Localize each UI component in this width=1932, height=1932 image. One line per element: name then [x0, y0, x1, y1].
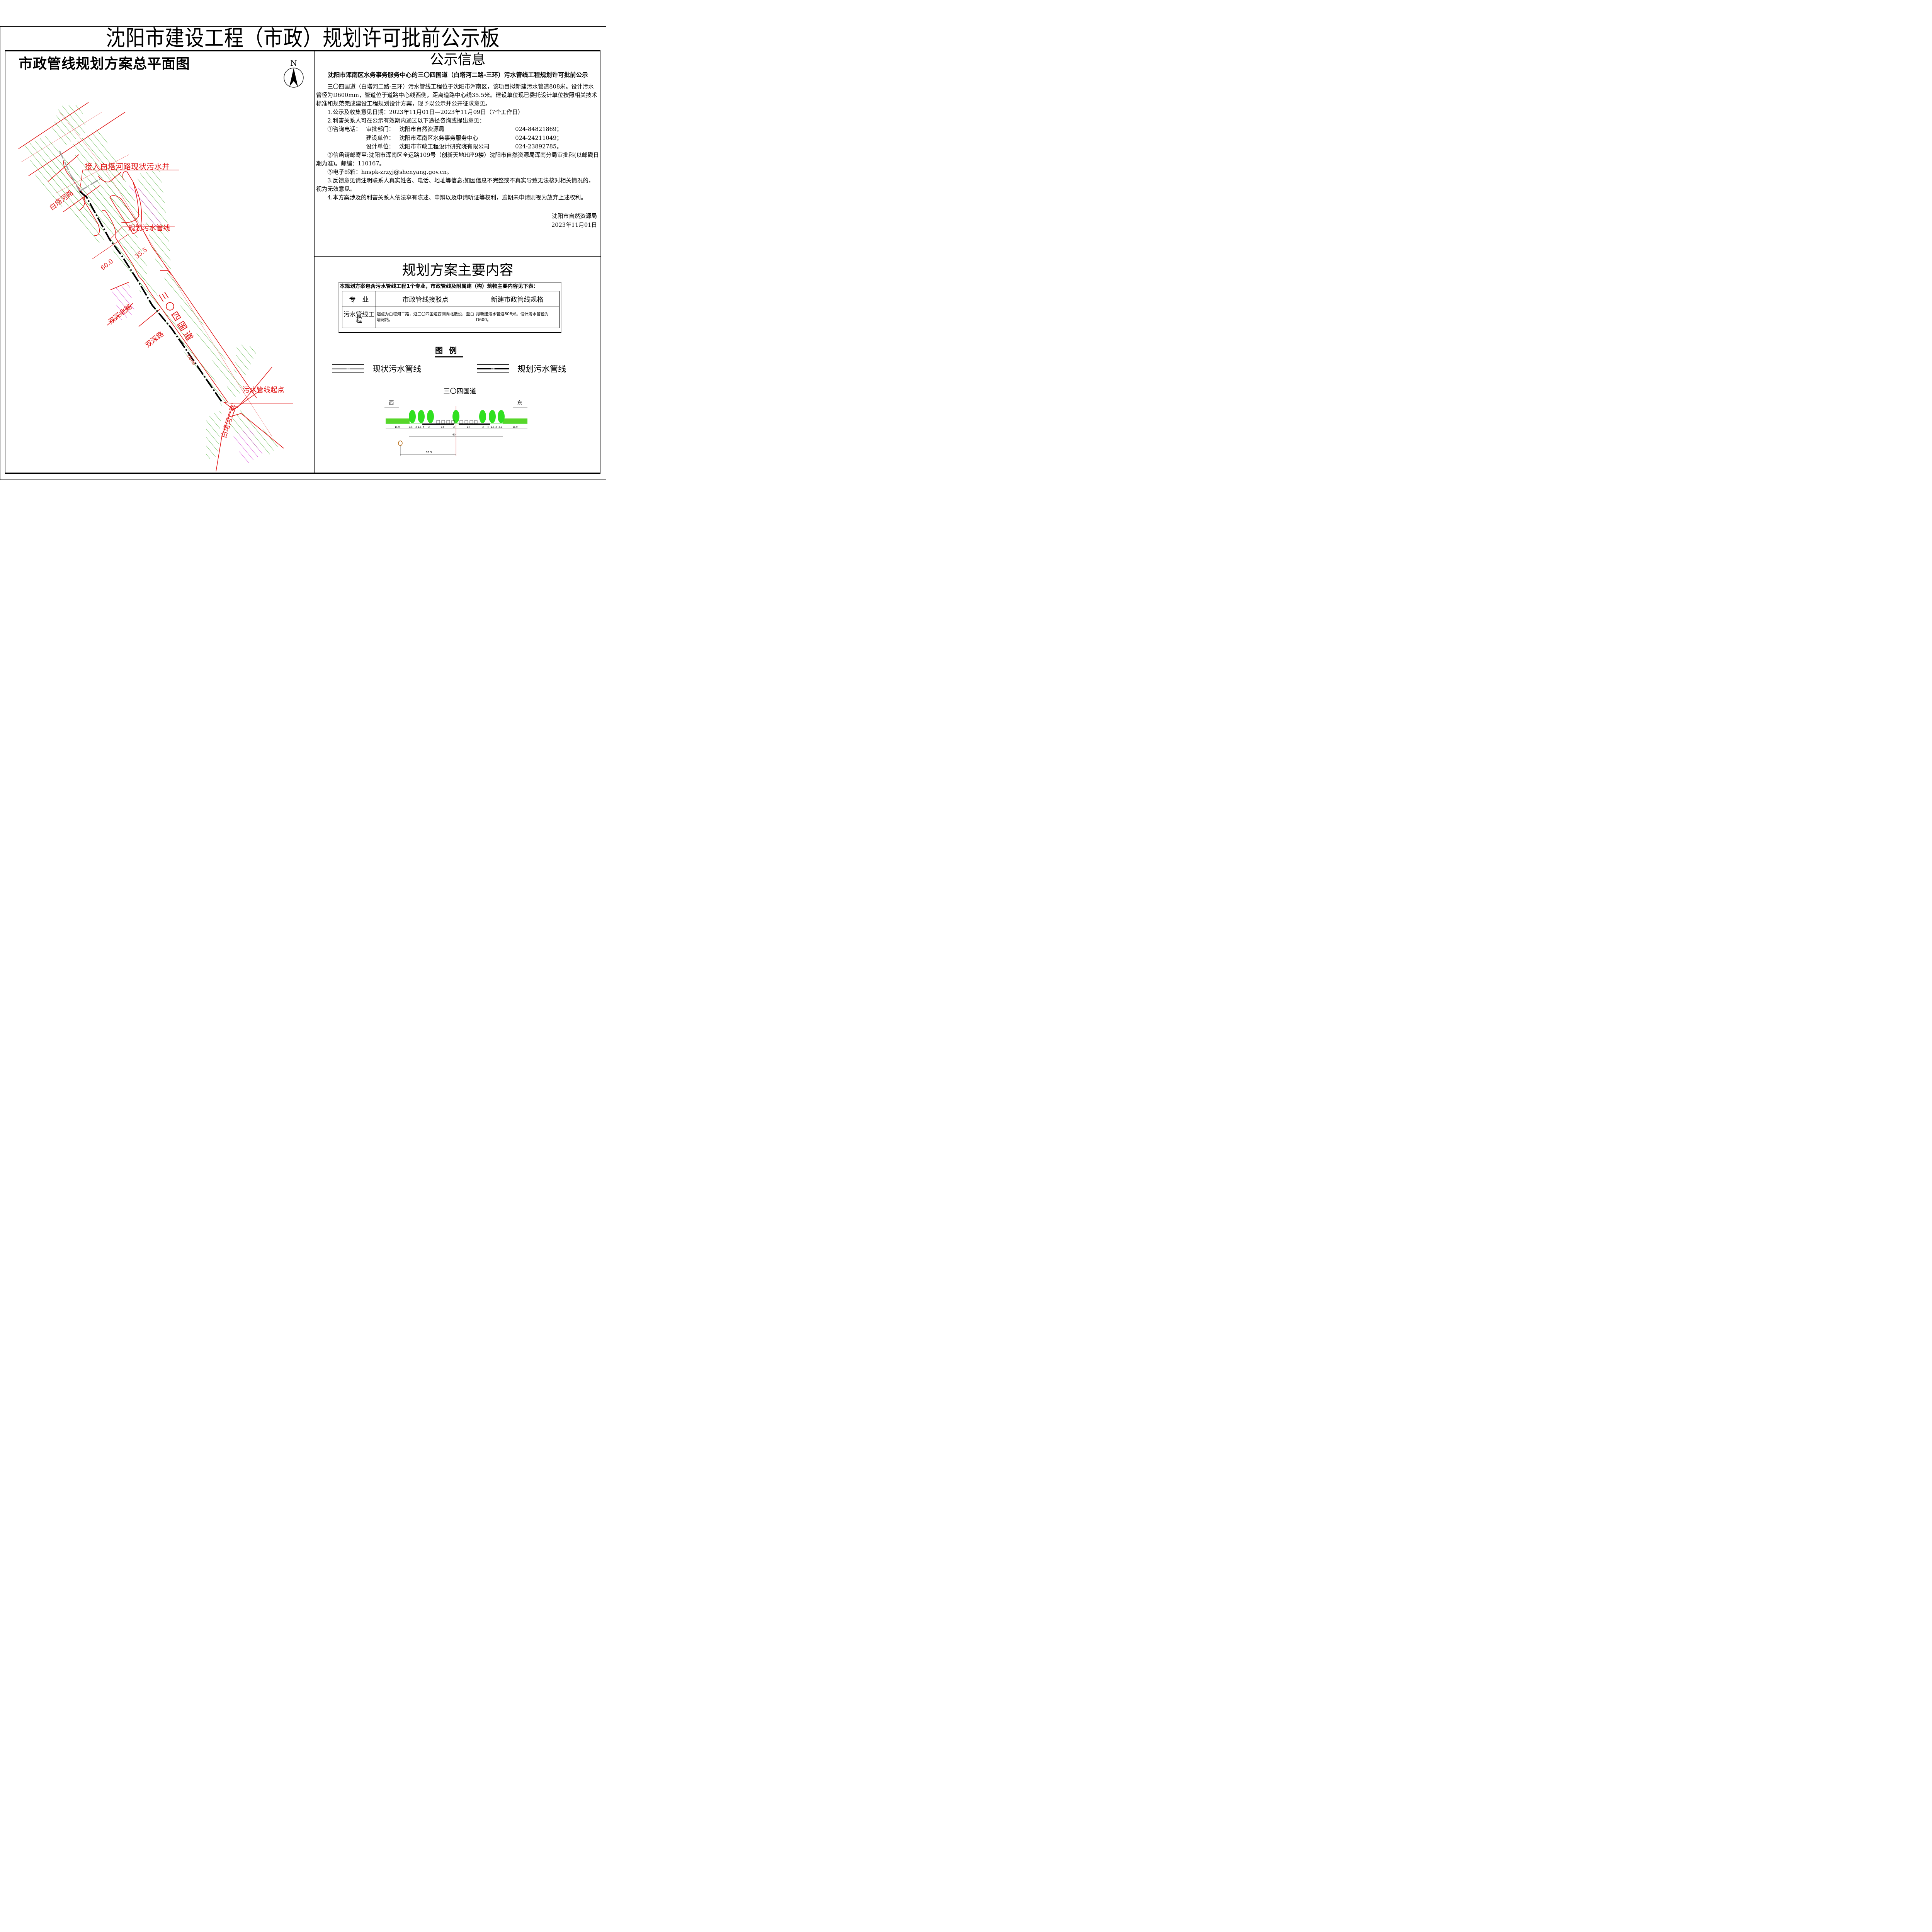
svg-text:3.5: 3.5: [498, 426, 502, 429]
notice-intro: 三〇四国道（白塔河二路-三环）污水管线工程位于沈阳市浑南区，该项目拟新建污水管道…: [316, 83, 597, 107]
contact-row: ①咨询电话： 审批部门： 沈阳市自然资源局 024-84821869；: [316, 125, 599, 134]
plan-content-table: 专 业 市政管线接驳点 新建市政管线规格 污水管线工程 起点为白塔河二路，沿三〇…: [342, 291, 560, 328]
label-planned-pipe: 规划污水管线: [128, 224, 170, 232]
phone-approval: 024-84821869；: [515, 126, 562, 133]
road-edges: [18, 102, 284, 472]
magenta-zones: [112, 185, 264, 466]
svg-text:4: 4: [487, 426, 489, 429]
svg-text:1.5: 1.5: [418, 426, 422, 429]
svg-text:3: 3: [428, 426, 430, 429]
svg-text:14: 14: [467, 426, 470, 429]
flow-direction-arrow-icon: [179, 339, 184, 344]
legend-title: 图例: [435, 345, 463, 357]
svg-text:2: 2: [453, 426, 455, 429]
segment-dimensions: 15.0 3.5 3 1.5 4 3 14 2 14 3 4 1.5 3 3.5…: [395, 426, 518, 429]
planned-sewer-line: [79, 190, 223, 403]
board-outer-top-line: [0, 26, 606, 27]
existing-sewer-line: [59, 150, 80, 192]
north-arrow: N: [283, 58, 304, 89]
signature-org: 沈阳市自然资源局: [552, 213, 597, 219]
east-hedge: [503, 418, 527, 423]
cell-spec: 拟新建污水管道808米。设计污水管径为D600。: [475, 306, 560, 328]
svg-text:14: 14: [441, 426, 444, 429]
label-shuangshen-road: 双深路: [144, 330, 165, 349]
svg-text:15.0: 15.0: [395, 426, 400, 429]
table-header-row: 专 业 市政管线接驳点 新建市政管线规格: [342, 291, 560, 306]
vehicles: [436, 420, 478, 424]
vertical-divider: [314, 51, 315, 474]
notice-email[interactable]: ③电子邮箱：hnspk-zrzyj@shenyang.gov.cn。: [327, 168, 452, 175]
svg-text:3.5: 3.5: [409, 426, 413, 429]
east-label: 东: [517, 400, 522, 406]
site-plan-map: 接入白塔河路现状污水井 白塔河路 规划污水管线 60.0 35.5 双深北路 三…: [5, 89, 314, 473]
planned-sewer-line-icon: [477, 364, 509, 373]
board-frame: [5, 50, 600, 474]
notice-subtitle: 沈阳市浑南区水务事务服务中心的三〇四国道（白塔河二路-三环）污水管线工程规划许可…: [328, 71, 588, 78]
total-width-label: 60: [452, 434, 456, 436]
notice-item-3: 3.反馈意见请注明联系人真实姓名、电话、地址等信息;如因信息不完整或不真实导致无…: [316, 177, 594, 193]
cell-connection-point: 起点为白塔河二路，沿三〇四国道西侧向北敷设，至白塔河路。: [376, 306, 475, 328]
notice-mail: ②信函请邮寄至:沈阳市浑南区全运路109号（创新天地H座9楼）沈阳市自然资源局浑…: [316, 151, 599, 167]
plan-drawing-title: 市政管线规划方案总平面图: [19, 56, 190, 72]
svg-text:4: 4: [423, 426, 424, 429]
north-arrow-icon: N: [284, 58, 304, 88]
cell-specialty: 污水管线工程: [342, 306, 376, 328]
label-width-60: 60.0: [99, 257, 115, 272]
notice-body: 三〇四国道（白塔河二路-三环）污水管线工程位于沈阳市浑南区，该项目拟新建污水管道…: [316, 83, 599, 202]
cross-section-title: 三〇四国道: [444, 388, 476, 395]
west-label: 西: [389, 400, 394, 406]
plan-content-table-box: 本规划方案包含污水管线工程1个专业，市政管线及附属建（构）筑物主要内容见下表： …: [338, 282, 561, 333]
notice-signature-block: 沈阳市自然资源局 2023年11月01日: [502, 212, 597, 230]
svg-text:3: 3: [482, 426, 484, 429]
site-plan-drawing: 接入白塔河路现状污水井 白塔河路 规划污水管线 60.0 35.5 双深北路 三…: [18, 102, 293, 472]
notice-item-4: 4.本方案涉及的利害关系人依法享有陈述、申辩以及申请听证等权利，逾期未申请则视为…: [327, 194, 587, 201]
svg-text:N: N: [290, 58, 297, 68]
header-spec: 新建市政管线规格: [475, 291, 560, 306]
cross-section-drawing: 三〇四国道 西 东 15.0: [384, 388, 527, 456]
contact-row: 设计单位： 沈阳市市政工程设计研究院有限公司 024-23892785。: [316, 143, 599, 151]
svg-text:1.5: 1.5: [491, 426, 495, 429]
notice-item-1: 1.公示及收集意见日期：2023年11月01日—2023年11月09日（7个工作…: [327, 109, 524, 116]
existing-sewer-line-icon: [332, 364, 364, 373]
legend-existing-sewer: 现状污水管线: [332, 362, 421, 375]
svg-text:3: 3: [415, 426, 417, 429]
table-row: 污水管线工程 起点为白塔河二路，沿三〇四国道西侧向北敷设，至白塔河路。 拟新建污…: [342, 306, 560, 328]
header-connection-point: 市政管线接驳点: [376, 291, 475, 306]
label-connect-point: 接入白塔河路现状污水井: [85, 162, 170, 171]
notice-item-2: 2.利害关系人可在公示有效期内通过以下途径咨询或提出意见：: [327, 117, 485, 124]
right-horizontal-divider: [315, 256, 601, 257]
svg-text:3: 3: [495, 426, 497, 429]
green-zones: [19, 104, 280, 460]
legend-planned-sewer: 规划污水管线: [477, 362, 566, 375]
phone-design: 024-23892785。: [515, 143, 562, 150]
street-trees: [409, 410, 505, 423]
notice-title: 公示信息: [430, 52, 486, 68]
west-hedge: [386, 418, 410, 423]
plan-content-title: 规划方案主要内容: [402, 262, 514, 278]
phone-construction: 024-24211049；: [515, 134, 562, 141]
label-start-point: 污水管线起点: [243, 386, 284, 394]
road-centerlines: [20, 112, 272, 437]
board-title: 沈阳市建设工程（市政）规划许可批前公示板: [106, 26, 500, 51]
road-cross-section: 三〇四国道 西 东 15.0: [379, 383, 531, 456]
header-specialty: 专 业: [342, 291, 376, 306]
annotation-leaders: [79, 170, 293, 404]
pipe-offset-label: 35.5: [426, 451, 432, 454]
signature-date: 2023年11月01日: [551, 222, 597, 228]
svg-text:15.0: 15.0: [512, 426, 518, 429]
table-caption: 本规划方案包含污水管线工程1个专业，市政管线及附属建（构）筑物主要内容见下表：: [340, 284, 539, 289]
sewer-pipe-icon: [398, 440, 403, 446]
contact-row: 建设单位： 沈阳市浑南区水务事务服务中心 024-24211049；: [316, 134, 599, 143]
